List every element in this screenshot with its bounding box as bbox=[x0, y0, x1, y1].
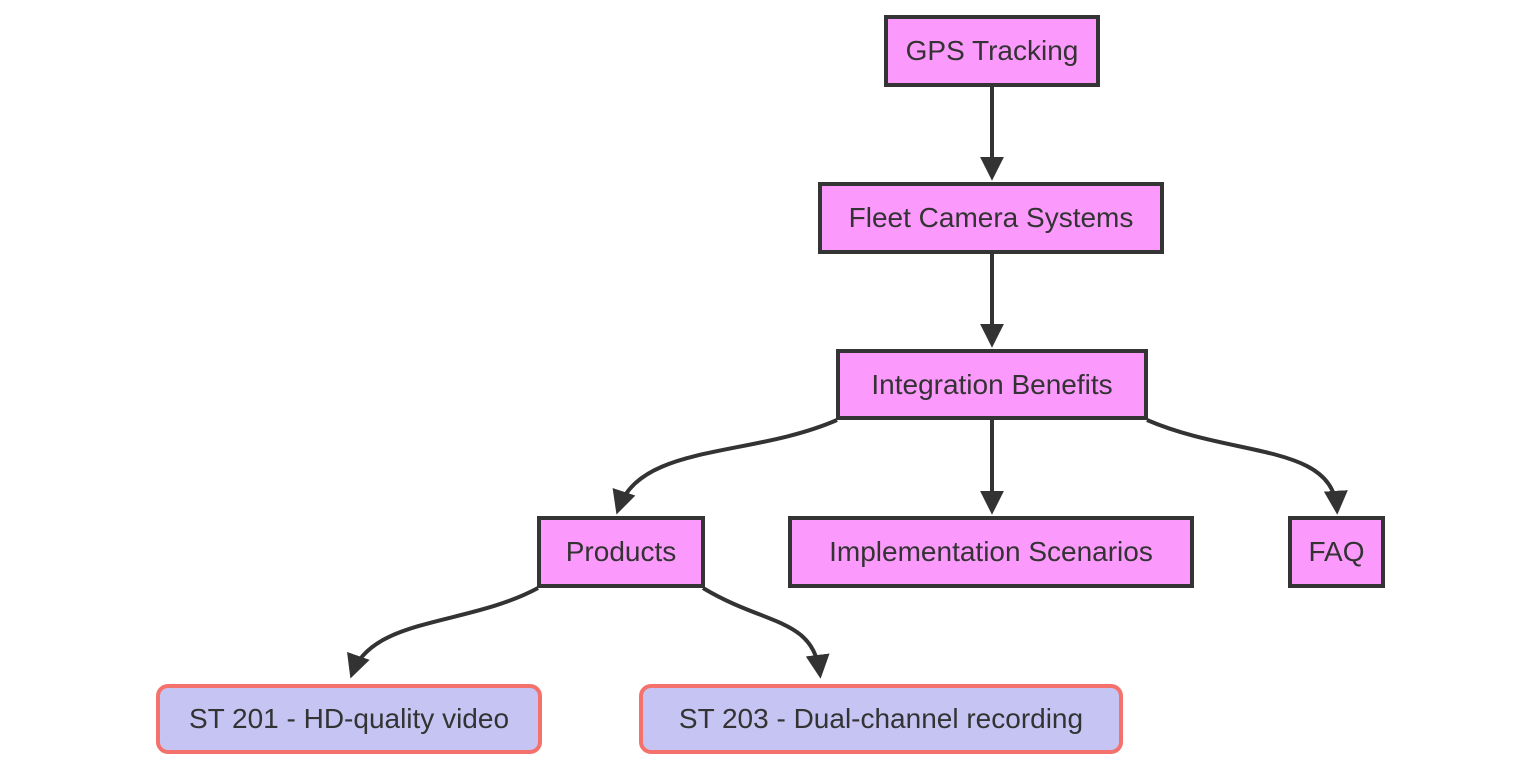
node-st-203-dual-channel-recording: ST 203 - Dual-channel recording bbox=[639, 684, 1123, 754]
node-st-201-hd-quality-video: ST 201 - HD-quality video bbox=[156, 684, 542, 754]
node-faq: FAQ bbox=[1288, 516, 1385, 588]
node-implementation-scenarios: Implementation Scenarios bbox=[788, 516, 1194, 588]
edge-products-to-st201 bbox=[347, 586, 539, 679]
node-fleet-camera-systems: Fleet Camera Systems bbox=[818, 182, 1164, 254]
edge-integration-to-faq bbox=[1146, 418, 1348, 515]
edge-products-to-st203 bbox=[701, 586, 830, 679]
node-gps-tracking: GPS Tracking bbox=[884, 15, 1100, 87]
node-products: Products bbox=[537, 516, 705, 588]
node-integration-benefits: Integration Benefits bbox=[836, 349, 1148, 420]
edge-integration-to-products bbox=[612, 418, 838, 515]
